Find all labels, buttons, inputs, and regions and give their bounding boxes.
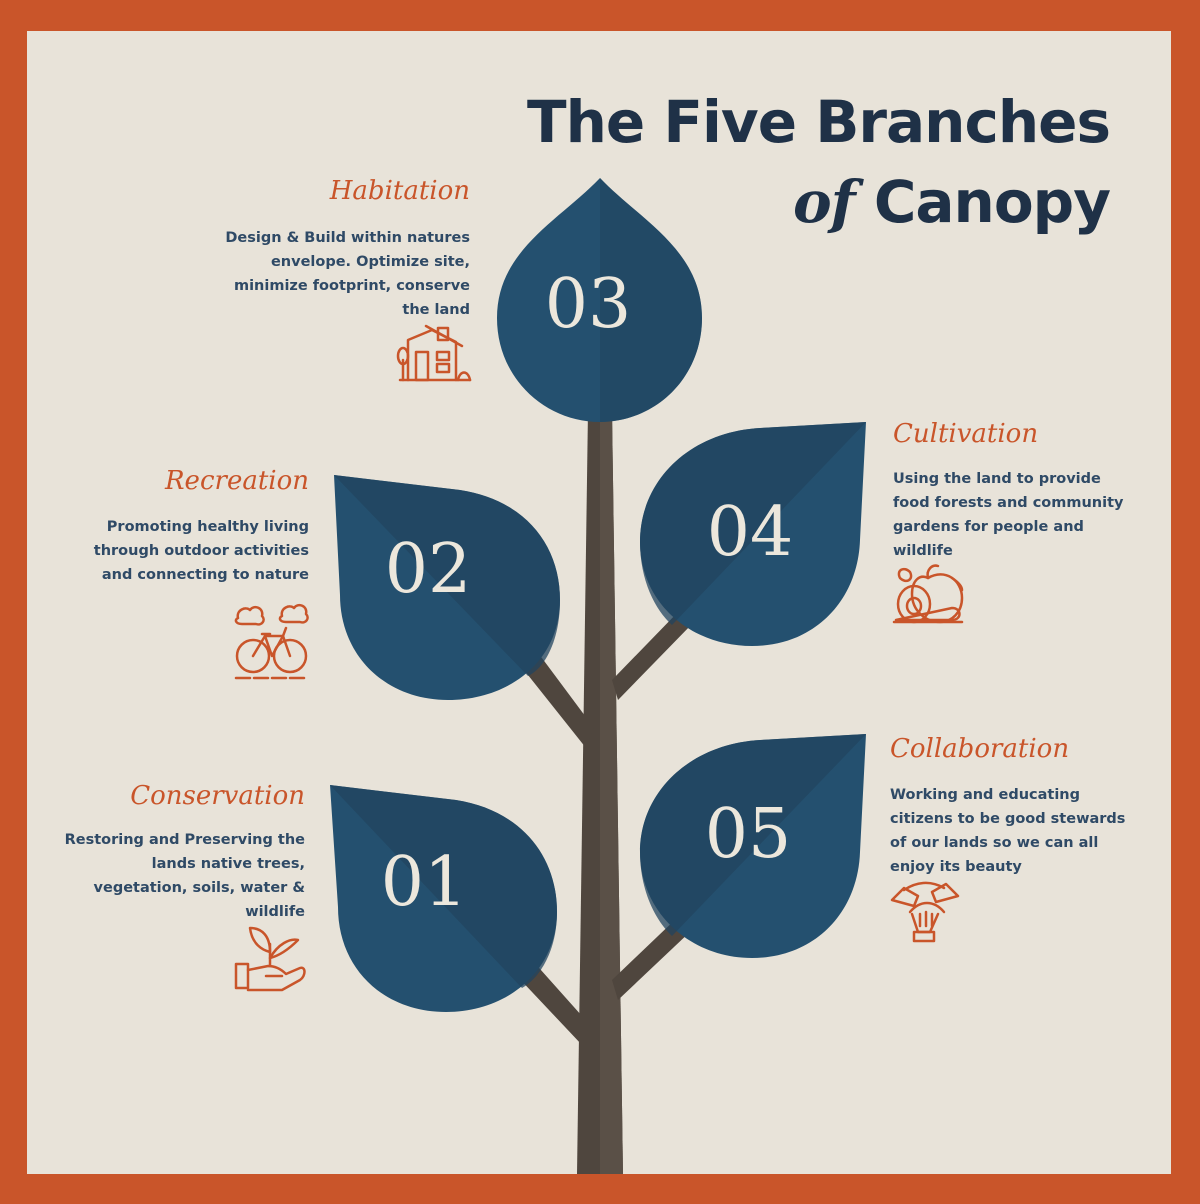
title-of: of [792, 168, 856, 236]
branch-heading-recreation: Recreation [164, 466, 309, 496]
leaf-01: 01 [330, 785, 557, 1012]
leaf-number-01: 01 [381, 843, 468, 922]
leaf-number-05: 05 [705, 795, 792, 874]
leaf-02: 02 [334, 475, 560, 700]
tree-trunk [516, 410, 692, 1174]
branch-desc-recreation: Promoting healthy living through outdoor… [93, 519, 309, 583]
produce-icon [892, 564, 964, 624]
branch-heading-conservation: Conservation [130, 781, 305, 811]
joined-hands-icon [890, 881, 960, 943]
page-title: The Five Branches of Canopy [527, 82, 1111, 242]
branch-desc-cultivation: Using the land to provide food forests a… [893, 471, 1124, 559]
branch-heading-habitation: Habitation [329, 176, 470, 206]
leaf-05: 05 [640, 734, 866, 958]
leaf-number-02: 02 [385, 530, 472, 609]
leaf-04: 04 [640, 422, 866, 646]
branch-heading-cultivation: Cultivation [893, 419, 1039, 449]
house-icon [396, 324, 472, 382]
leaf-03: 03 [497, 178, 702, 422]
title-canopy: Canopy [873, 168, 1111, 236]
branch-desc-conservation: Restoring and Preserving the lands nativ… [64, 832, 305, 920]
title-line-2: of Canopy [527, 162, 1111, 242]
leaf-number-04: 04 [707, 493, 794, 572]
branch-desc-collaboration: Working and educating citizens to be goo… [890, 787, 1126, 875]
hand-plant-icon [234, 926, 306, 992]
branch-heading-collaboration: Collaboration [890, 734, 1070, 764]
branch-desc-habitation: Design & Build within natures envelope. … [225, 230, 470, 318]
title-line-1: The Five Branches [527, 88, 1111, 156]
bicycle-icon [234, 603, 309, 680]
leaf-number-03: 03 [545, 265, 632, 344]
